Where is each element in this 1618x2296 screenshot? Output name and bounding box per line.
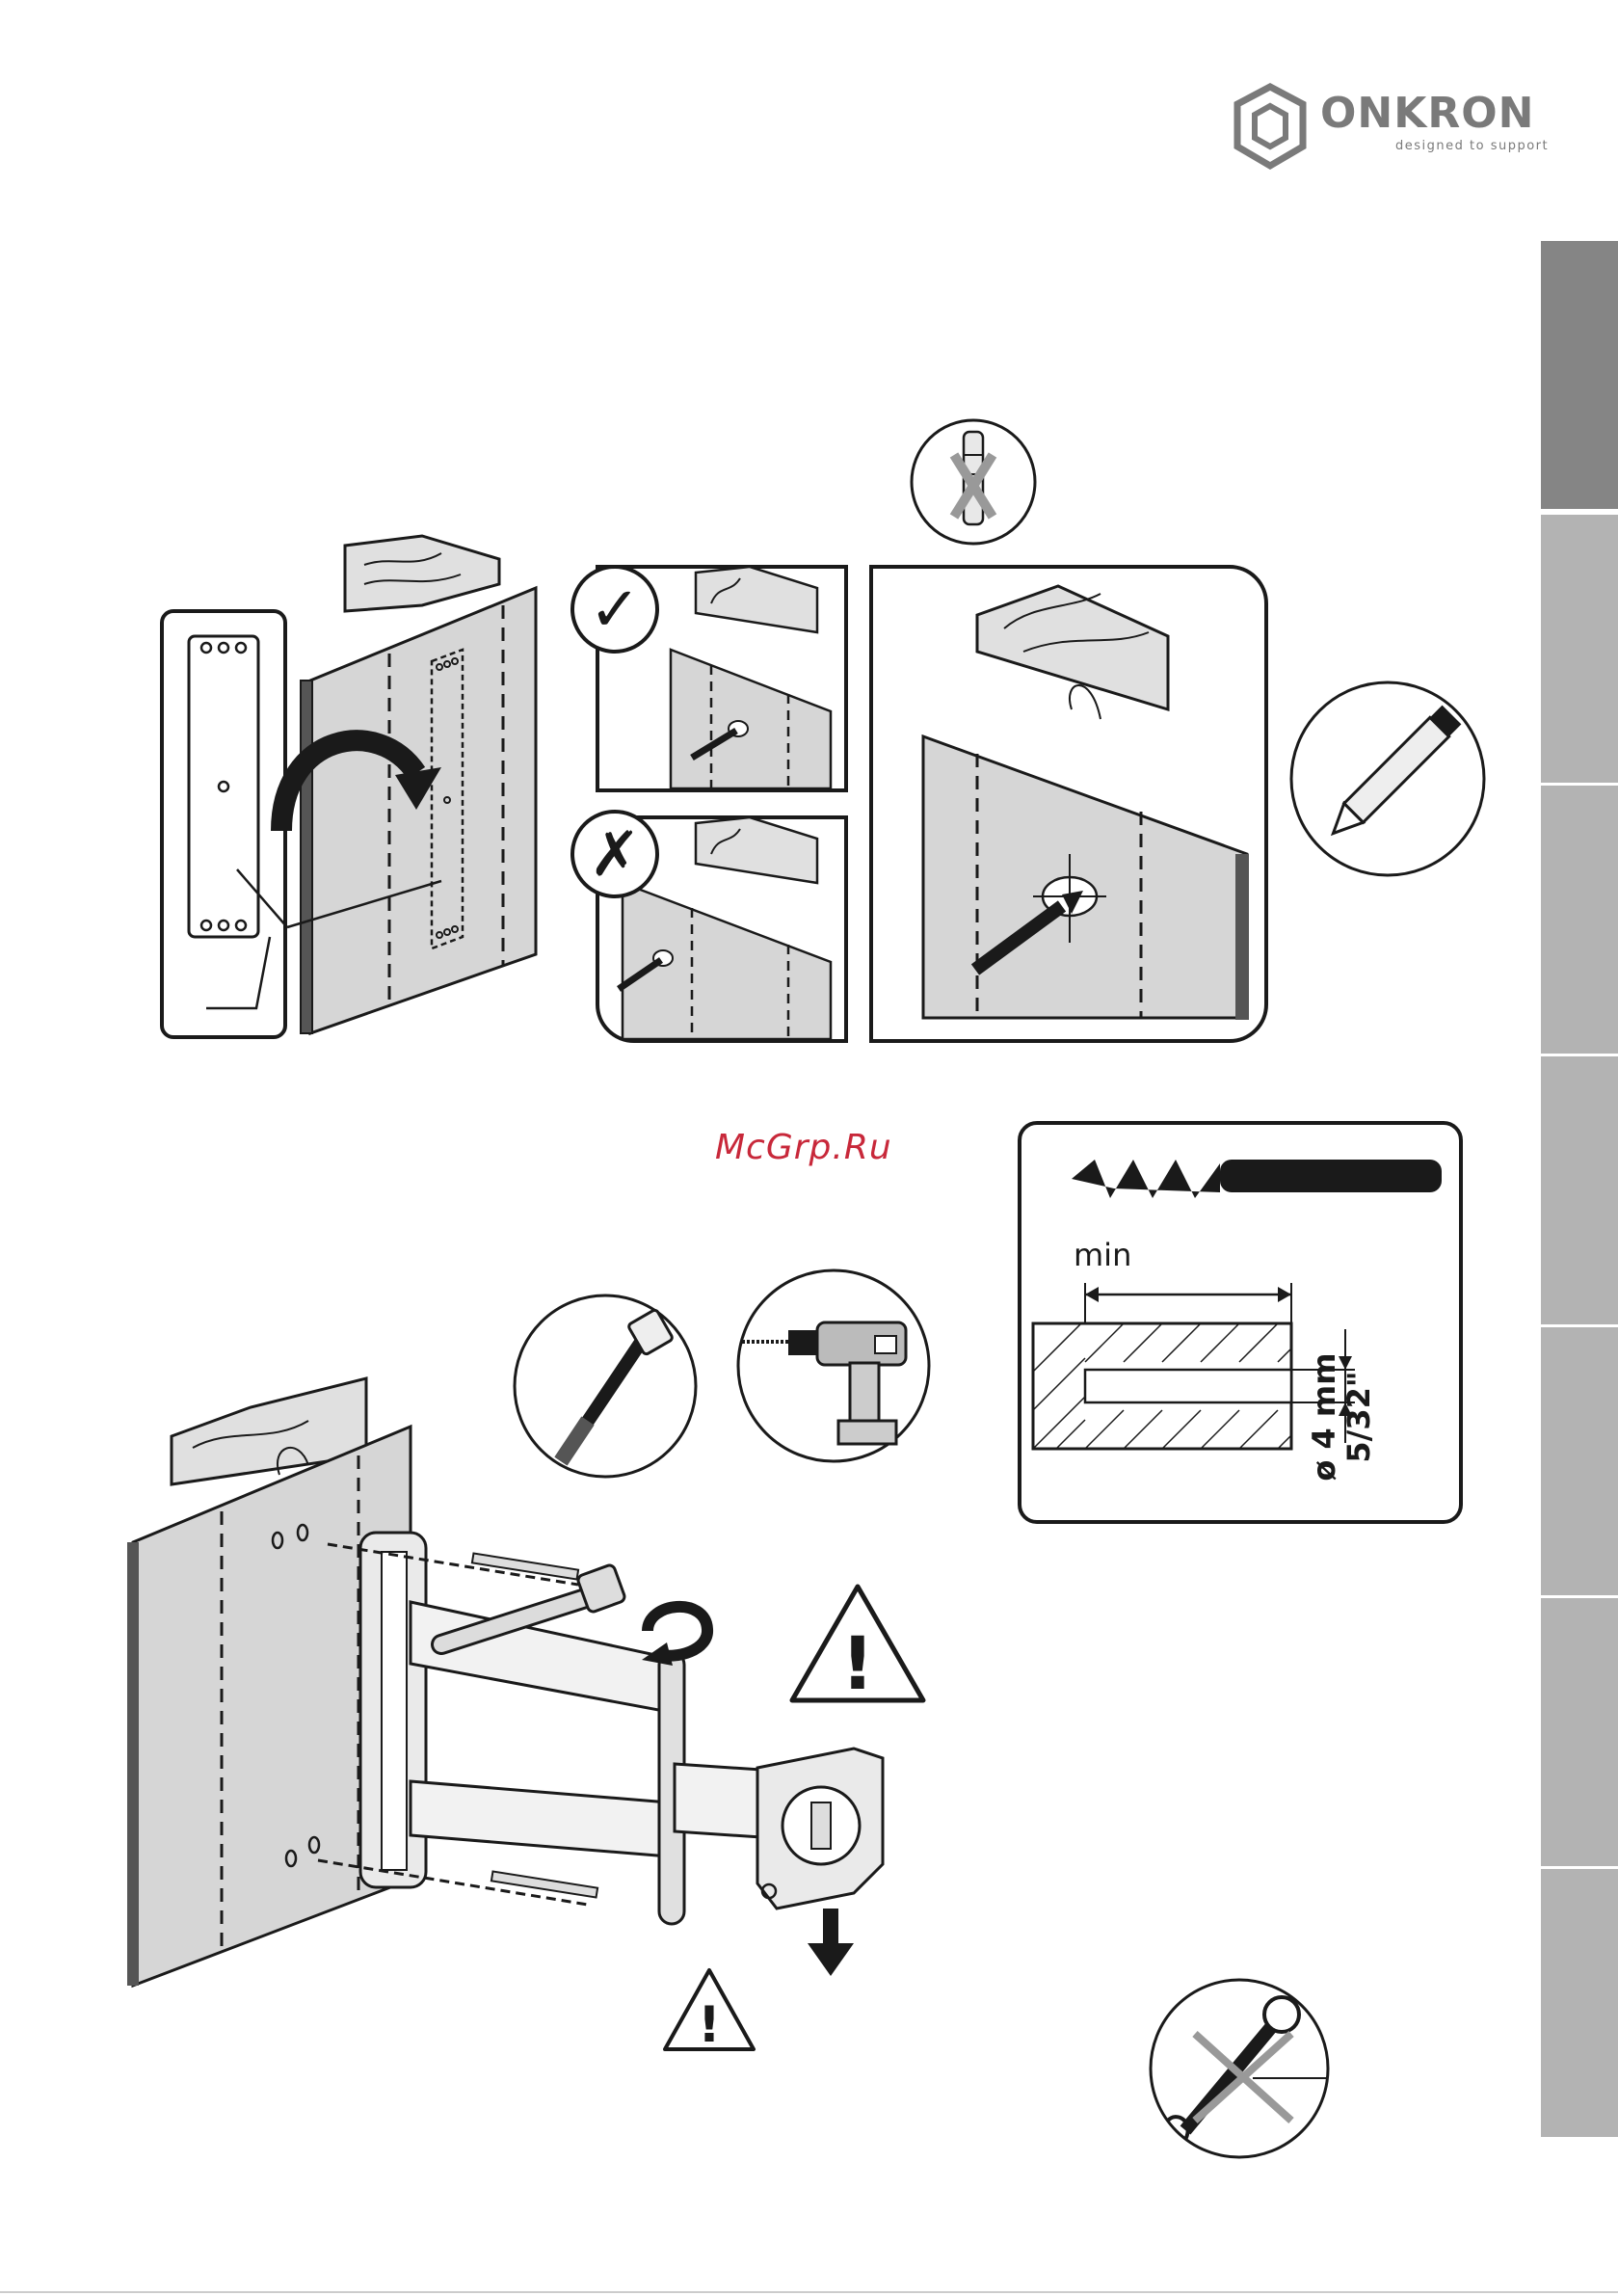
drill-spec-box: min ø 4 mm 5/32" [1018,1121,1463,1524]
check-badge-icon: ✓ [569,563,661,655]
cross-badge-icon: ✗ [569,808,661,900]
marking-detail-panel [869,565,1268,1043]
side-tab-4[interactable] [1541,1056,1618,1324]
bottom-edge-line [0,2288,1618,2296]
no-wrench-icon [1147,1976,1332,2161]
svg-text:✓: ✓ [589,574,641,646]
watermark-text: McGrp.Ru [715,1128,892,1167]
side-tab-7[interactable] [1541,1869,1618,2137]
curved-arrow-icon [272,715,445,841]
down-arrow-icon [808,1909,854,1976]
rotate-arrow-icon [638,1592,719,1666]
diameter-mm: ø 4 mm [1307,1345,1341,1489]
side-tab-1[interactable] [1541,241,1618,509]
side-tab-2[interactable] [1541,515,1618,783]
wall-bracket-installation [125,1359,761,1995]
svg-text:✗: ✗ [589,819,641,891]
mounting-template-card [160,609,287,1039]
warning-icon-upper: ! [788,1581,927,1704]
svg-text:!: ! [698,1996,721,2054]
side-tab-5[interactable] [1541,1327,1618,1595]
warning-icon-lower: ! [661,1966,757,2053]
power-drill-icon [734,1267,933,1465]
side-tab-strip [1541,241,1618,2142]
side-tab-6[interactable] [1541,1598,1618,1866]
diameter-in: 5/32" [1341,1345,1376,1489]
svg-text:!: ! [841,1620,875,1706]
no-wall-anchor-icon [908,416,1039,547]
brand-name: ONKRON [1320,89,1534,138]
tv-swivel-plate [748,1749,892,1909]
pencil-icon [1287,679,1488,879]
brand-logo: ONKRON designed to support [1232,83,1550,172]
logo-hex-icon [1232,83,1309,170]
diameter-label: ø 4 mm 5/32" [1307,1345,1451,1489]
min-depth-label: min [1074,1237,1131,1273]
side-tab-3[interactable] [1541,786,1618,1054]
brand-tagline: designed to support [1395,139,1549,153]
